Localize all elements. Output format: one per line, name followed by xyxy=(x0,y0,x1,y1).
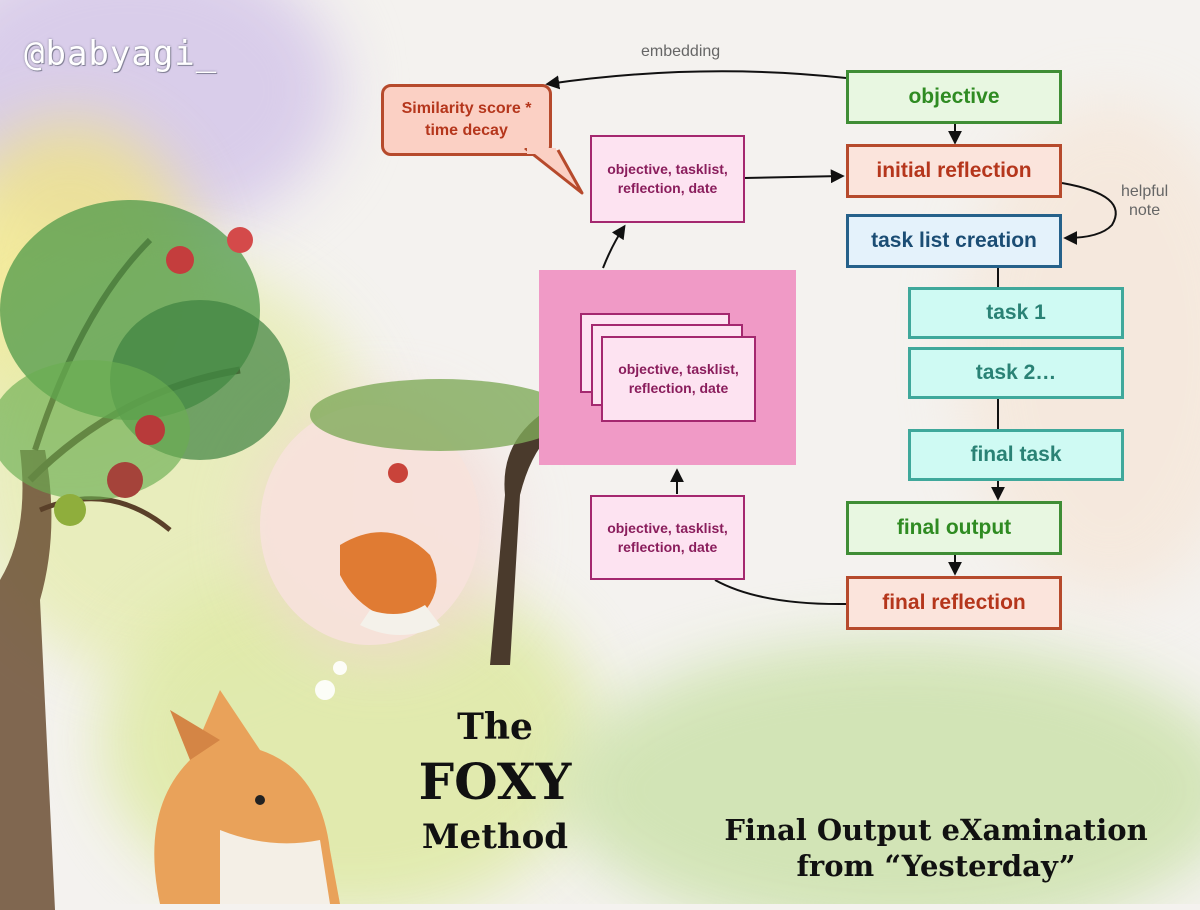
task-list-creation-node: task list creation xyxy=(846,214,1062,268)
memory-card-front-text: objective, tasklist, reflection, date xyxy=(618,361,739,396)
falling-fox-illustration xyxy=(260,379,570,665)
title-line-2: FOXY xyxy=(418,752,572,811)
title-line-3: Method xyxy=(421,817,569,857)
retrieved-memory-box: objective, tasklist, reflection, date xyxy=(590,135,745,223)
stored-memory-text: objective, tasklist, reflection, date xyxy=(607,519,728,555)
memory-card-front: objective, tasklist, reflection, date xyxy=(601,336,756,422)
title-line-1: The xyxy=(457,706,533,748)
helpful-note-arrow xyxy=(1061,182,1117,245)
thinking-fox-illustration xyxy=(154,661,347,904)
reflection-to-storage-arrow xyxy=(714,579,847,606)
initial-reflection-label: initial reflection xyxy=(876,159,1032,182)
callout-text: Similarity score * time decay xyxy=(401,100,532,139)
task-1-node: task 1 xyxy=(908,287,1124,339)
final-task-label: final task xyxy=(970,443,1062,466)
task-list-creation-label: task list creation xyxy=(871,229,1037,252)
embedding-label: embedding xyxy=(641,43,721,60)
final-task-node: final task xyxy=(908,429,1124,481)
embedding-arrow xyxy=(545,70,847,90)
subtitle-line-1: Final Output eXamination xyxy=(724,813,1148,847)
memory-to-retrieval-arrow xyxy=(602,224,626,269)
final-reflection-label: final reflection xyxy=(882,591,1026,614)
task-2-label: task 2… xyxy=(975,361,1057,384)
initial-reflection-node: initial reflection xyxy=(846,144,1062,198)
author-handle: @babyagi_ xyxy=(24,34,218,74)
objective-label: objective xyxy=(908,85,1000,108)
task-2-node: task 2… xyxy=(908,347,1124,399)
apple-tree-illustration xyxy=(0,200,290,910)
callout-tail xyxy=(524,148,584,195)
retrieved-memory-text: objective, tasklist, reflection, date xyxy=(607,161,728,196)
task-1-label: task 1 xyxy=(986,301,1046,324)
similarity-score-callout: Similarity score * time decay xyxy=(381,84,552,156)
helpful-note-label: helpful note xyxy=(1121,183,1169,220)
acronym-subtitle: Final Output eXamination from “Yesterday… xyxy=(706,812,1166,885)
final-output-label: final output xyxy=(896,516,1012,539)
method-title: The FOXY Method xyxy=(380,706,610,857)
stored-memory-box: objective, tasklist, reflection, date xyxy=(590,495,745,580)
subtitle-line-2: from “Yesterday” xyxy=(796,849,1076,884)
memory-to-reflection-arrow xyxy=(743,169,845,184)
final-output-node: final output xyxy=(846,501,1062,555)
objective-node: objective xyxy=(846,70,1062,124)
final-reflection-node: final reflection xyxy=(846,576,1062,630)
